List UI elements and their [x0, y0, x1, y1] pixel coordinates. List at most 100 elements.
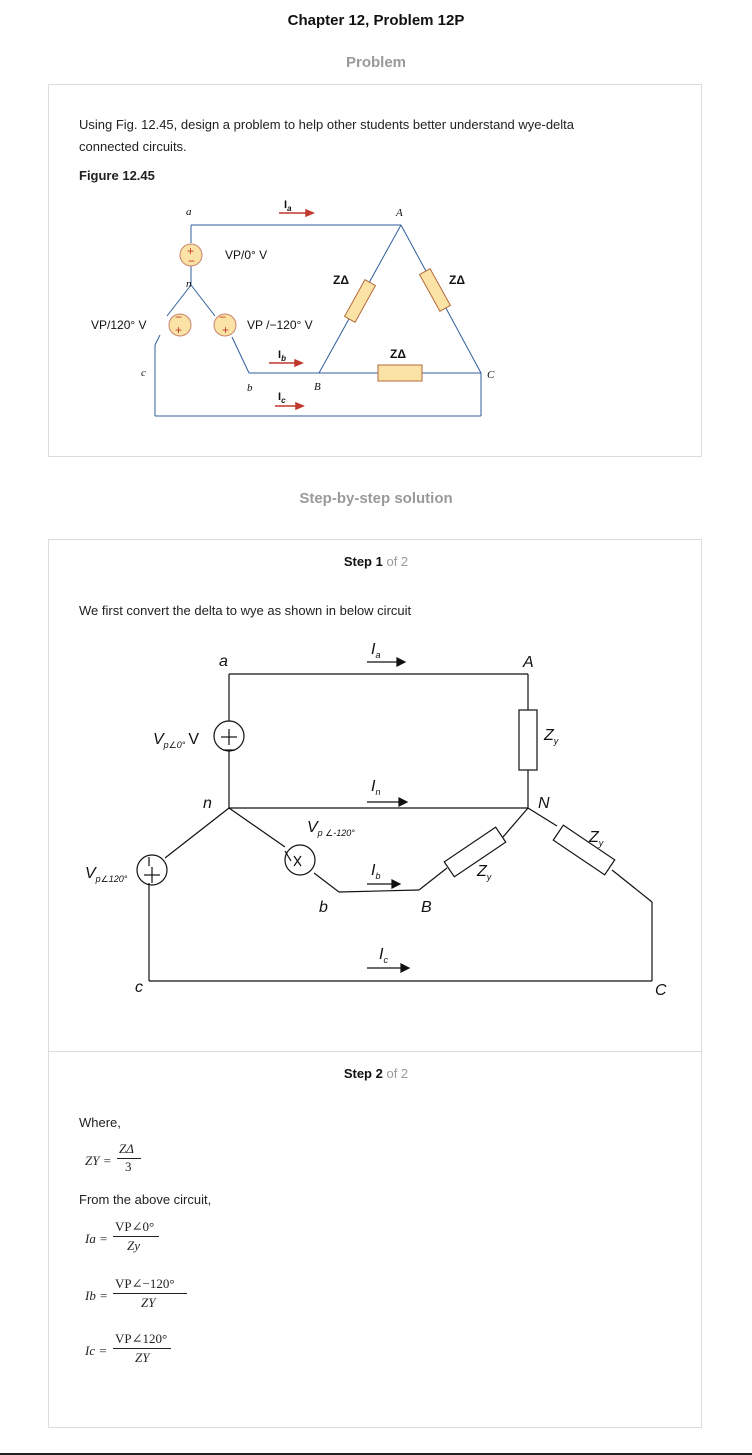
svg-text:Ic: Ic: [278, 391, 286, 405]
fig2-source-b-sub: p ∠-120°: [317, 828, 356, 838]
fig1-current-b-sub: b: [281, 354, 286, 363]
fig2-source-a-unit: V: [188, 731, 199, 748]
step-2-from-above: From the above circuit,: [79, 1192, 212, 1207]
step1-source-b-symbol: [284, 844, 316, 876]
fig1-current-b: I: [278, 349, 281, 361]
fig1-current-c-sub: c: [281, 396, 286, 405]
equation-ib-fraction-bar: [113, 1293, 187, 1294]
fig2-current-n: I: [371, 778, 376, 795]
svg-text:In: In: [371, 778, 380, 797]
equation-ia-lhs: Ia =: [85, 1231, 108, 1246]
equation-ib-num: VP∠−120°: [115, 1276, 175, 1291]
figure-label: Figure 12.45: [79, 168, 155, 183]
step-1-label: Step 1: [343, 554, 383, 569]
equation-ia-den: Zy: [127, 1238, 140, 1253]
step-1-of: of 2: [386, 554, 409, 569]
source-c-symbol: [168, 313, 192, 337]
fig2-source-c: V: [85, 865, 97, 882]
equation-ia-num: VP∠0°: [115, 1219, 155, 1234]
svg-text:−: −: [219, 310, 226, 324]
solution-card: Step 1 of 2 We first convert the delta t…: [48, 539, 702, 1428]
figure-12-45-circuit: +− −+ −+ a n c b A B C Ia Ib Ic VP/0° V …: [91, 199, 495, 417]
equation-ic-fraction-bar: [113, 1348, 171, 1349]
step1-source-c-symbol: [136, 854, 168, 886]
equation-zy-fraction-bar: [117, 1158, 141, 1159]
fig2-load-2: Z: [476, 863, 488, 880]
svg-text:Zy: Zy: [543, 727, 559, 746]
page-title: Chapter 12, Problem 12P: [287, 12, 465, 29]
svg-text:+: +: [187, 244, 194, 258]
fig2-current-c-sub: c: [383, 955, 388, 965]
svg-text:−: −: [188, 254, 195, 268]
fig2-source-a: V: [153, 731, 165, 748]
equation-ib-den: ZY: [141, 1295, 156, 1310]
fig2-source-a-sub: p∠0°: [163, 740, 186, 750]
fig1-node-n: n: [186, 278, 192, 290]
fig2-current-b-sub: b: [375, 871, 380, 881]
fig2-node-C: C: [655, 982, 667, 999]
fig1-source-a-label: VP/0° V: [225, 248, 267, 262]
equation-ic-num: VP∠120°: [115, 1331, 168, 1346]
fig2-load-1: Z: [543, 727, 555, 744]
svg-text:Ia: Ia: [371, 641, 380, 660]
wye-equivalent-circuit: a n c b A N B C Ia In Ib Ic Vp∠0°V Vp∠12…: [85, 641, 667, 999]
fig1-node-A: A: [395, 207, 403, 219]
svg-text:−: −: [175, 310, 182, 324]
bottom-border: [0, 1453, 752, 1455]
fig2-current-b: I: [371, 862, 376, 879]
step-divider: [49, 1051, 701, 1052]
fig2-current-n-sub: n: [375, 787, 380, 797]
equation-zy-num: ZΔ: [119, 1141, 134, 1156]
fig2-node-c: c: [135, 979, 143, 996]
fig2-load-3: Z: [588, 829, 600, 846]
fig1-source-c-label: VP/120° V: [91, 318, 147, 332]
problem-heading: Problem: [345, 54, 406, 71]
fig2-node-B: B: [421, 899, 432, 916]
fig1-node-C: C: [487, 369, 495, 381]
step-1-heading: Step 1 of 2: [49, 554, 703, 569]
fig1-current-c: I: [278, 391, 281, 403]
fig1-node-a: a: [186, 206, 192, 218]
equation-ic-den: ZY: [135, 1350, 150, 1365]
fig2-node-a: a: [219, 653, 228, 670]
equation-ia-fraction-bar: [113, 1236, 159, 1237]
fig1-source-b-label: VP /−120° V: [247, 318, 313, 332]
step1-source-a-symbol: [213, 720, 245, 752]
fig1-load-bottom: ZΔ: [390, 347, 406, 361]
equation-zy: ZY = ZΔ 3: [85, 1140, 185, 1180]
svg-text:Zy: Zy: [588, 829, 604, 848]
svg-text:Ic: Ic: [379, 946, 388, 965]
svg-text:Ia: Ia: [284, 199, 292, 213]
fig2-load-3-sub: y: [598, 838, 604, 848]
fig2-node-A: A: [522, 654, 534, 671]
fig2-source-b: V: [307, 819, 319, 836]
fig2-node-N: N: [538, 795, 550, 812]
step-1-text: We first convert the delta to wye as sho…: [79, 603, 412, 618]
problem-card: Using Fig. 12.45, design a problem to he…: [48, 84, 702, 457]
fig2-current-c: I: [379, 946, 384, 963]
equation-ia: Ia = VP∠0° Zy: [85, 1218, 235, 1260]
equation-ic-lhs: Ic =: [85, 1343, 108, 1358]
svg-text:Vp ∠-120°: Vp ∠-120°: [307, 819, 355, 838]
fig2-current-a-sub: a: [375, 650, 380, 660]
svg-text:Ib: Ib: [278, 349, 286, 363]
fig1-node-c: c: [141, 367, 146, 379]
equation-zy-den: 3: [125, 1159, 132, 1174]
step-2-label: Step 2: [343, 1066, 383, 1081]
fig1-load-left: ZΔ: [333, 273, 349, 287]
fig2-node-b: b: [319, 899, 328, 916]
source-b-symbol: [213, 313, 237, 337]
svg-text:Vp∠0°V: Vp∠0°V: [153, 731, 199, 750]
equation-ib-lhs: Ib =: [85, 1288, 108, 1303]
fig2-node-n: n: [203, 795, 212, 812]
step-2-heading: Step 2 of 2: [49, 1066, 703, 1081]
fig1-current-a: I: [284, 199, 287, 211]
equation-ic: Ic = VP∠120° ZY: [85, 1330, 245, 1372]
svg-text:Ib: Ib: [371, 862, 380, 881]
svg-text:Vp∠120°: Vp∠120°: [85, 865, 128, 884]
source-a-symbol: [179, 243, 203, 267]
fig2-load-1-sub: y: [553, 736, 559, 746]
solution-heading: Step-by-step solution: [299, 490, 453, 507]
fig1-node-B: B: [314, 381, 321, 393]
fig2-source-c-sub: p∠120°: [95, 874, 128, 884]
